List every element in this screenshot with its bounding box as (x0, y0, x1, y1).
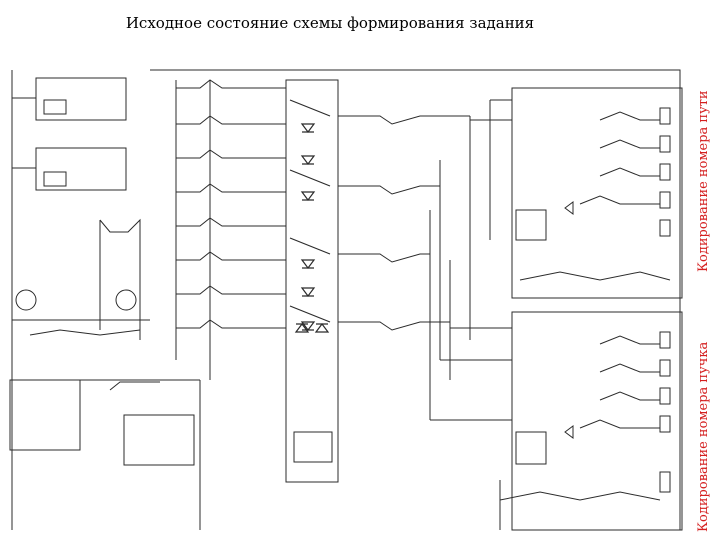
top-boundary-line (150, 69, 681, 530)
f-contacts (338, 115, 471, 420)
relay-block-fz2 (35, 147, 127, 191)
diode-matrix-label-box (293, 431, 333, 463)
lamp-left (15, 289, 37, 311)
contact-f61 (99, 218, 141, 340)
diode-matrix-block (285, 79, 339, 483)
slide-title: Исходное состояние схемы формирования за… (125, 14, 535, 32)
diode-matrix (289, 99, 331, 333)
relay-coil-fz1 (43, 99, 67, 115)
track-coding-relays (515, 107, 671, 281)
track-number-coding-label: Кодирование номера пути (696, 90, 711, 272)
relay-block-rz (123, 414, 195, 466)
beam-number-coding-label: Кодирование номера пучка (696, 341, 711, 532)
beam-coding-panel (511, 311, 683, 531)
lamp-right (115, 289, 137, 311)
beam-coding-relays (499, 331, 671, 530)
relay-coil-fz2 (43, 171, 67, 187)
relay-block-fz1 (35, 77, 127, 121)
circuit-diagram-scan (9, 69, 683, 531)
contact-pvgp (109, 381, 160, 391)
input-contacts (175, 79, 286, 380)
relay-block-bim (9, 379, 81, 451)
track-coding-panel (511, 87, 683, 299)
